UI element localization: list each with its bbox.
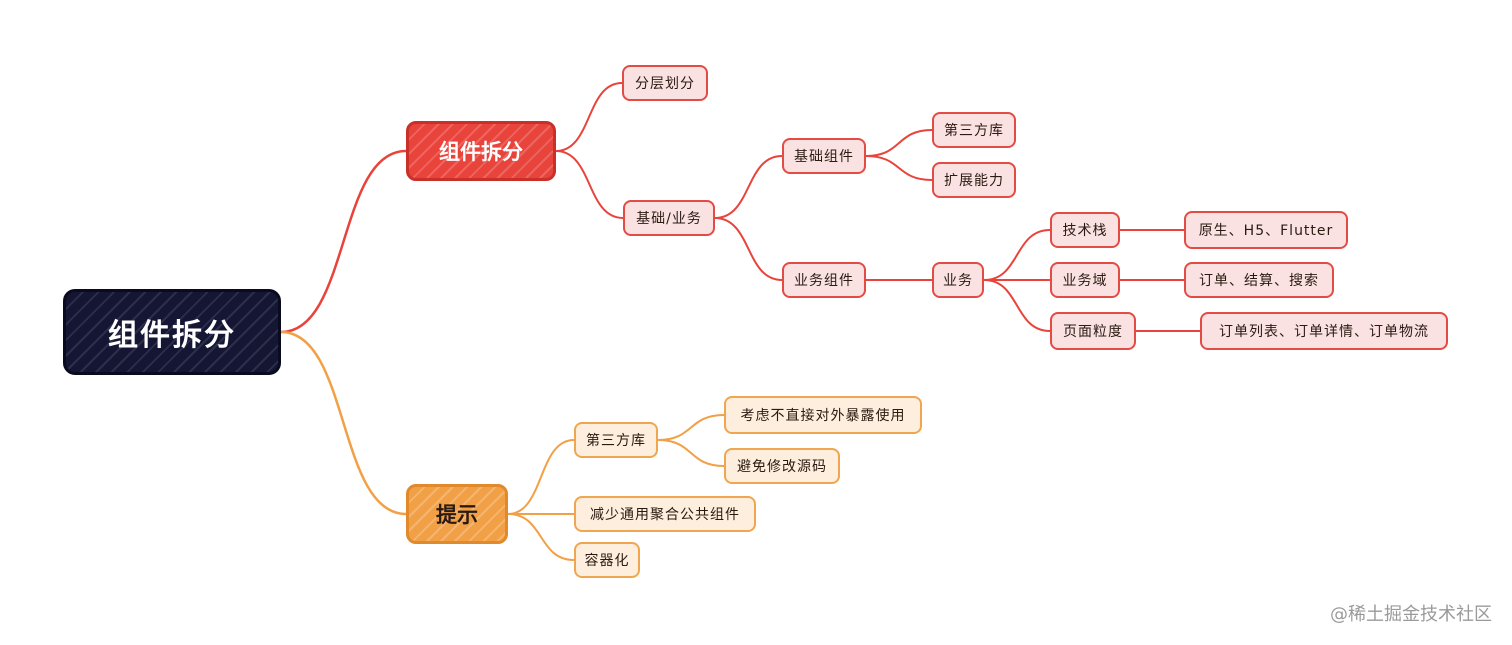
link-bb-basic <box>714 155 783 219</box>
link-tp-source <box>657 439 725 467</box>
link-tips-container <box>507 513 575 561</box>
link-split-layer <box>555 82 623 152</box>
link-basic-extension <box>865 155 933 181</box>
node-third-party-lib[interactable]: 第三方库 <box>932 112 1016 148</box>
node-basic-component[interactable]: 基础组件 <box>782 138 866 174</box>
watermark-text: @稀土掘金技术社区 <box>1330 604 1492 625</box>
link-business-page <box>983 279 1051 332</box>
node-tech-stack[interactable]: 技术栈 <box>1050 212 1120 248</box>
node-containerization[interactable]: 容器化 <box>574 542 640 578</box>
branch-component-split[interactable]: 组件拆分 <box>406 121 556 181</box>
node-extension-capability[interactable]: 扩展能力 <box>932 162 1016 198</box>
node-business-domain[interactable]: 业务域 <box>1050 262 1120 298</box>
node-page-granularity[interactable]: 页面粒度 <box>1050 312 1136 350</box>
link-tips-thirdparty <box>507 439 575 515</box>
node-third-party-lib-tip[interactable]: 第三方库 <box>574 422 658 458</box>
link-split-basic-business <box>555 150 624 219</box>
node-order-settle-search[interactable]: 订单、结算、搜索 <box>1184 262 1334 298</box>
node-avoid-modify-source[interactable]: 避免修改源码 <box>724 448 840 484</box>
node-business[interactable]: 业务 <box>932 262 984 298</box>
branch-tips[interactable]: 提示 <box>406 484 508 544</box>
link-root-split <box>279 149 408 334</box>
node-native-h5-flutter[interactable]: 原生、H5、Flutter <box>1184 211 1348 249</box>
node-order-pages[interactable]: 订单列表、订单详情、订单物流 <box>1200 312 1448 350</box>
root-node[interactable]: 组件拆分 <box>63 289 281 375</box>
link-basic-thirdparty <box>865 129 933 157</box>
node-business-component[interactable]: 业务组件 <box>782 262 866 298</box>
link-business-tech <box>983 229 1051 281</box>
link-bb-business <box>714 217 783 281</box>
link-tp-exposure <box>657 414 725 441</box>
node-reduce-aggregate[interactable]: 减少通用聚合公共组件 <box>574 496 756 532</box>
node-layer-division[interactable]: 分层划分 <box>622 65 708 101</box>
link-root-tips <box>279 330 408 516</box>
node-basic-business[interactable]: 基础/业务 <box>623 200 715 236</box>
node-no-direct-exposure[interactable]: 考虑不直接对外暴露使用 <box>724 396 922 434</box>
